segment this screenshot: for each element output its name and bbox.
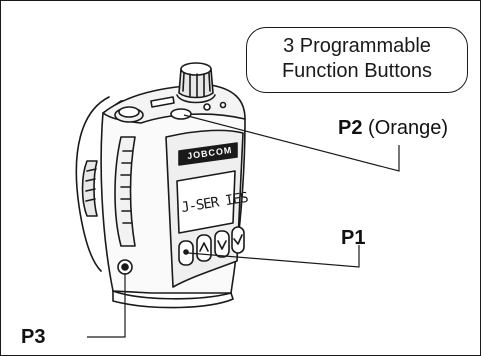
p2-orange-button [170, 108, 192, 120]
p2-name: P2 [338, 117, 363, 139]
p1-leader-line [187, 245, 360, 268]
brand-plate [178, 142, 238, 166]
lcd-display [176, 170, 236, 234]
callout-box: 3 Programmable Function Buttons [246, 27, 468, 93]
p3-label: P3 [21, 326, 45, 349]
p2-label: P2 (Orange) [338, 117, 448, 140]
p3-leader-line [87, 273, 126, 338]
p2-leader-line [183, 114, 400, 172]
p2-note: (Orange) [368, 117, 449, 139]
p1-name: P1 [341, 227, 366, 249]
key-down [214, 230, 230, 258]
key-check [231, 226, 245, 254]
top-slot [150, 96, 175, 108]
callout-line-1: 3 Programmable [283, 35, 431, 57]
callout-line-2: Function Buttons [281, 60, 433, 82]
volume-knob [176, 62, 216, 104]
p1-label: P1 [341, 227, 365, 250]
side-ptt [114, 136, 136, 247]
belt-loop [75, 96, 110, 272]
p3-name: P3 [21, 326, 46, 348]
side-clip [81, 160, 98, 217]
key-up [196, 234, 212, 262]
